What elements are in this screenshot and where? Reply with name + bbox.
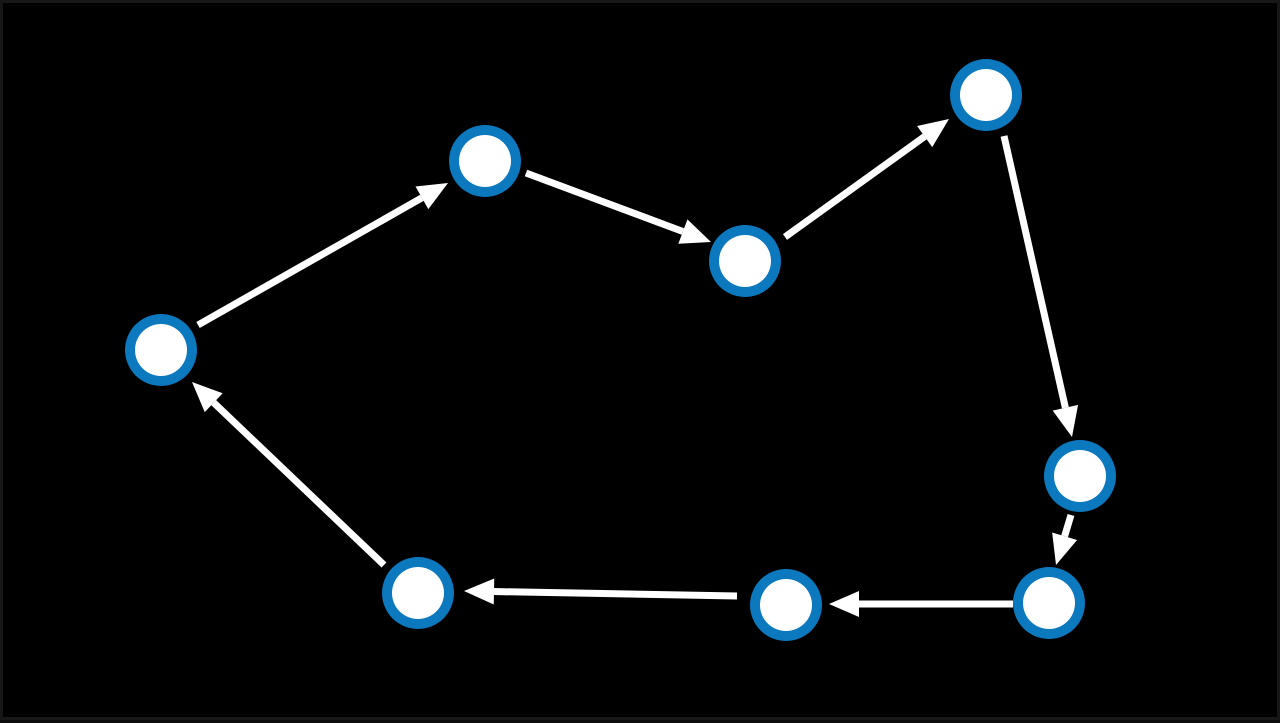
- graph-edge-arrowhead: [917, 119, 949, 148]
- graph-edge[interactable]: [1000, 135, 1079, 437]
- graph-edge[interactable]: [192, 382, 387, 568]
- graph-edge-arrowhead: [1052, 404, 1079, 437]
- graph-edge-arrowhead: [464, 578, 495, 605]
- graph-edge[interactable]: [524, 169, 711, 244]
- graph-edge[interactable]: [464, 578, 738, 605]
- graph-edge-arrowhead: [1052, 532, 1078, 565]
- graph-node[interactable]: [950, 59, 1022, 131]
- graph-edge-shaft: [211, 400, 387, 568]
- graph-edge[interactable]: [782, 119, 949, 240]
- graph-node[interactable]: [1013, 567, 1085, 639]
- graph-node[interactable]: [449, 125, 521, 197]
- graph-node-core: [1054, 450, 1106, 502]
- graph-edge-shaft: [1061, 513, 1075, 538]
- graph-edge-arrowhead: [678, 219, 711, 244]
- graph-node-core: [459, 135, 511, 187]
- graph-edge[interactable]: [196, 183, 448, 329]
- node-layer: [125, 59, 1116, 641]
- graph-edge-shaft: [782, 133, 927, 240]
- graph-edge[interactable]: [829, 591, 1013, 617]
- graph-node-core: [719, 235, 771, 287]
- graph-node[interactable]: [382, 557, 454, 629]
- graph-edge-shaft: [524, 169, 685, 235]
- graph-edge[interactable]: [1052, 513, 1078, 565]
- graph-node[interactable]: [1044, 440, 1116, 512]
- graph-node-core: [1023, 577, 1075, 629]
- graph-node[interactable]: [709, 225, 781, 297]
- edge-layer: [192, 119, 1079, 617]
- graph-edge-arrowhead: [415, 183, 448, 210]
- graph-node[interactable]: [125, 314, 197, 386]
- graph-edge-shaft: [493, 588, 738, 600]
- graph-edge-arrowhead: [192, 382, 223, 413]
- graph-node-core: [760, 579, 812, 631]
- graph-node[interactable]: [750, 569, 822, 641]
- graph-edge-shaft: [1000, 135, 1069, 409]
- graph-edge-shaft: [196, 194, 424, 329]
- graph-node-core: [135, 324, 187, 376]
- graph-edge-arrowhead: [829, 591, 859, 617]
- graph-node-core: [392, 567, 444, 619]
- graph-svg: [125, 59, 1116, 641]
- graph-node-core: [960, 69, 1012, 121]
